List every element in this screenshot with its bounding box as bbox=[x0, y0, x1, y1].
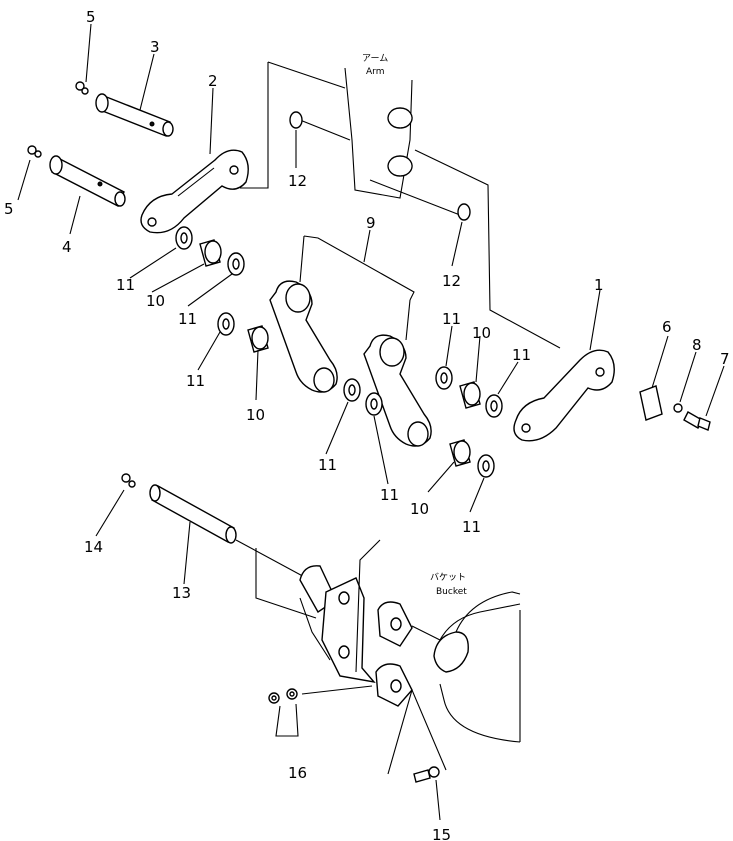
bushing-10-a bbox=[199, 239, 222, 267]
pin-part-4 bbox=[49, 155, 126, 207]
bucket-caption-en: Bucket bbox=[436, 587, 467, 597]
callout-11-d: 11 bbox=[318, 456, 337, 474]
callout-10-b: 10 bbox=[246, 406, 265, 424]
bolt-part-7 bbox=[683, 411, 711, 431]
o-ring-12-lower bbox=[457, 203, 471, 221]
callout-3: 3 bbox=[150, 38, 160, 56]
arm-outline bbox=[240, 61, 561, 349]
bushing-10-d bbox=[449, 439, 471, 467]
callout-labels: 5 3 2 5 4 12 12 9 11 10 11 11 10 11 11 1… bbox=[4, 8, 730, 841]
leader-lines bbox=[17, 23, 725, 821]
callout-16: 16 bbox=[288, 764, 307, 782]
bushing-10-c bbox=[459, 381, 481, 409]
callout-12-lower: 12 bbox=[442, 272, 461, 290]
callout-6: 6 bbox=[662, 318, 672, 336]
callout-11-b: 11 bbox=[178, 310, 197, 328]
callout-10-d: 10 bbox=[410, 500, 429, 518]
bucket-caption-jp: バケット bbox=[430, 572, 466, 583]
grease-fitting-5-upper bbox=[75, 81, 89, 95]
callout-14: 14 bbox=[84, 538, 103, 556]
callout-11-a: 11 bbox=[116, 276, 135, 294]
grease-fitting-part-14 bbox=[121, 473, 136, 488]
link-plate-part-1 bbox=[513, 349, 615, 442]
bushing-10-b bbox=[247, 325, 269, 353]
callout-11-e: 11 bbox=[380, 486, 399, 504]
link-plate-part-2 bbox=[140, 149, 249, 234]
callout-10-a: 10 bbox=[146, 292, 165, 310]
callout-7: 7 bbox=[720, 350, 730, 368]
washer-part-8 bbox=[673, 403, 683, 413]
callout-11-g: 11 bbox=[512, 346, 531, 364]
callout-5-lower: 5 bbox=[4, 200, 14, 218]
arm-caption-jp: アーム bbox=[362, 53, 388, 64]
callout-2: 2 bbox=[208, 72, 218, 90]
nut-part-16-a bbox=[268, 692, 280, 704]
nut-part-16-b bbox=[286, 688, 298, 700]
callout-9: 9 bbox=[366, 214, 376, 232]
callout-8: 8 bbox=[692, 336, 702, 354]
callout-5-upper: 5 bbox=[86, 8, 96, 26]
bucket-outline bbox=[235, 539, 521, 743]
callout-10-c: 10 bbox=[472, 324, 491, 342]
callout-11-f: 11 bbox=[442, 310, 461, 328]
plate-part-6 bbox=[639, 385, 663, 421]
callout-12-upper: 12 bbox=[288, 172, 307, 190]
callout-1: 1 bbox=[594, 276, 604, 294]
arm-caption-en: Arm bbox=[366, 67, 384, 77]
bolt-part-15 bbox=[413, 766, 440, 783]
callout-15: 15 bbox=[432, 826, 451, 841]
callout-4: 4 bbox=[62, 238, 72, 256]
pin-part-3 bbox=[95, 93, 174, 137]
callout-13: 13 bbox=[172, 584, 191, 602]
o-ring-12-upper bbox=[289, 111, 303, 129]
grease-fitting-5-lower bbox=[27, 145, 42, 158]
callout-11-c: 11 bbox=[186, 372, 205, 390]
h-link-part-9 bbox=[269, 235, 432, 447]
callout-11-h: 11 bbox=[462, 518, 481, 536]
pin-part-13 bbox=[149, 484, 237, 544]
